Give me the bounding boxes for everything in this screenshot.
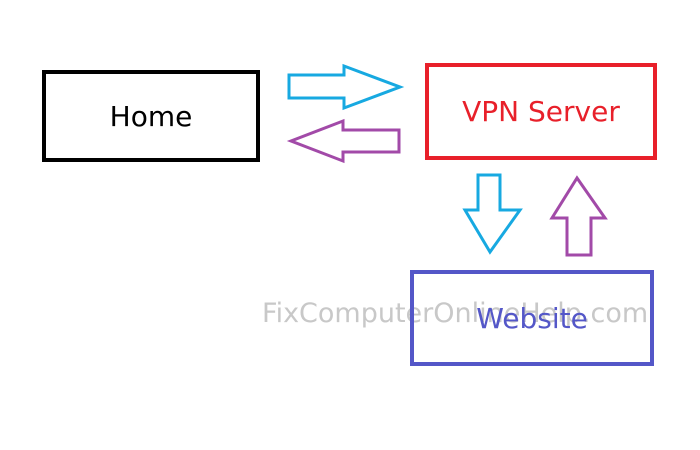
home-node: Home [42, 70, 260, 162]
vpn-server-node: VPN Server [425, 63, 657, 160]
home-label: Home [109, 99, 193, 133]
website-node: Website [410, 270, 654, 366]
arrow-vpn-to-website [462, 173, 523, 255]
arrow-home-to-vpn [287, 63, 405, 111]
watermark-text: FixComputerOnlineHelp.com [262, 298, 649, 329]
arrow-website-to-vpn [549, 175, 608, 257]
vpn-server-label: VPN Server [462, 95, 620, 128]
arrow-vpn-to-home [286, 118, 401, 164]
website-label: Website [476, 301, 588, 335]
